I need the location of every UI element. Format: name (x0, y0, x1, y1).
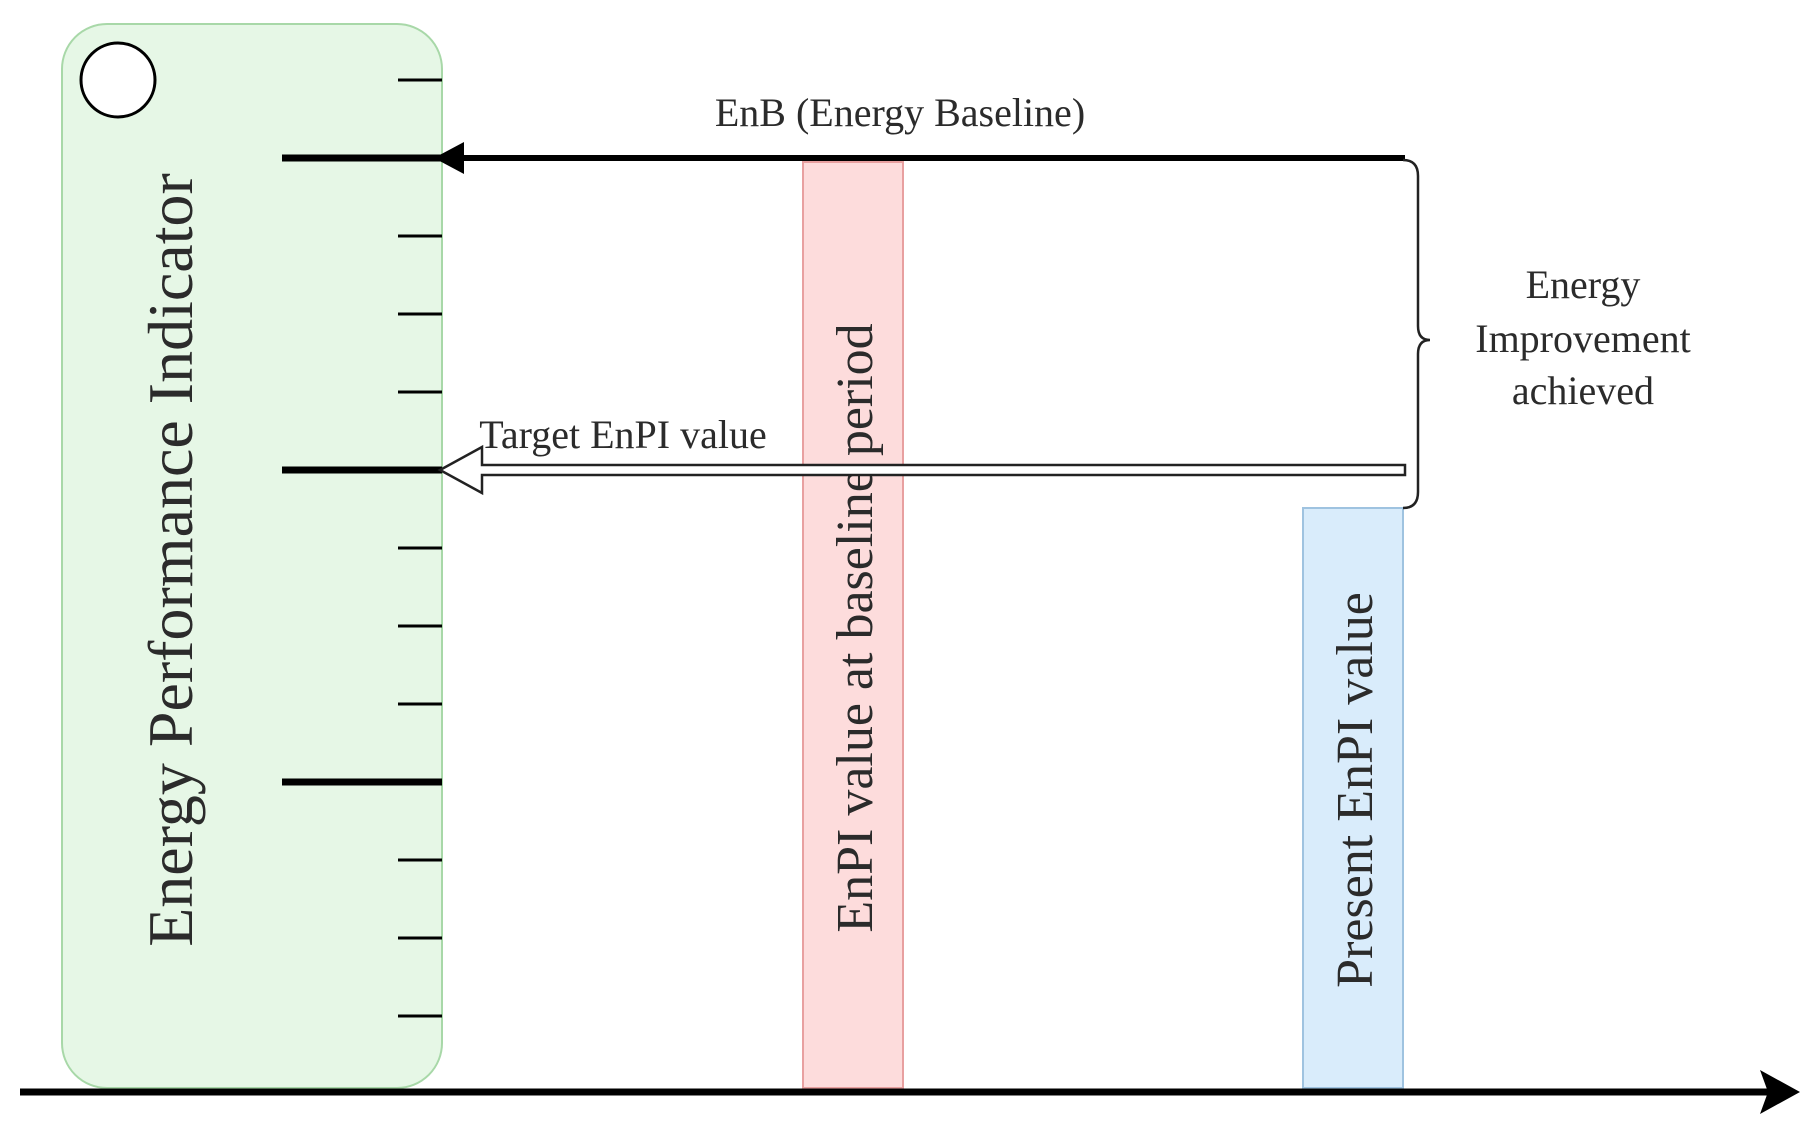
target-enpi-label: Target EnPI value (479, 412, 766, 457)
present-enpi-label: Present EnPI value (1327, 592, 1384, 988)
time-axis-arrowhead (1760, 1070, 1800, 1114)
present-enpi-bar (1302, 507, 1404, 1089)
baseline-period-label: EnPI value at baseline period (827, 323, 884, 932)
indicator-circle (79, 41, 157, 119)
baseline-period-bar (802, 161, 904, 1089)
energy-baseline-label: EnB (Energy Baseline) (715, 90, 1085, 135)
target-enpi-arrow (437, 444, 1407, 496)
improvement-label-line1: Energy (1526, 262, 1641, 307)
ruler-ticks (282, 78, 442, 1018)
energy-baseline-arrowhead (434, 142, 464, 174)
indicator-panel (61, 23, 443, 1089)
improvement-label-line3: achieved (1512, 368, 1654, 413)
improvement-brace (1402, 158, 1431, 510)
improvement-label-line2: Improvement (1475, 316, 1691, 361)
indicator-title: Energy Performance Indicator (135, 173, 206, 947)
